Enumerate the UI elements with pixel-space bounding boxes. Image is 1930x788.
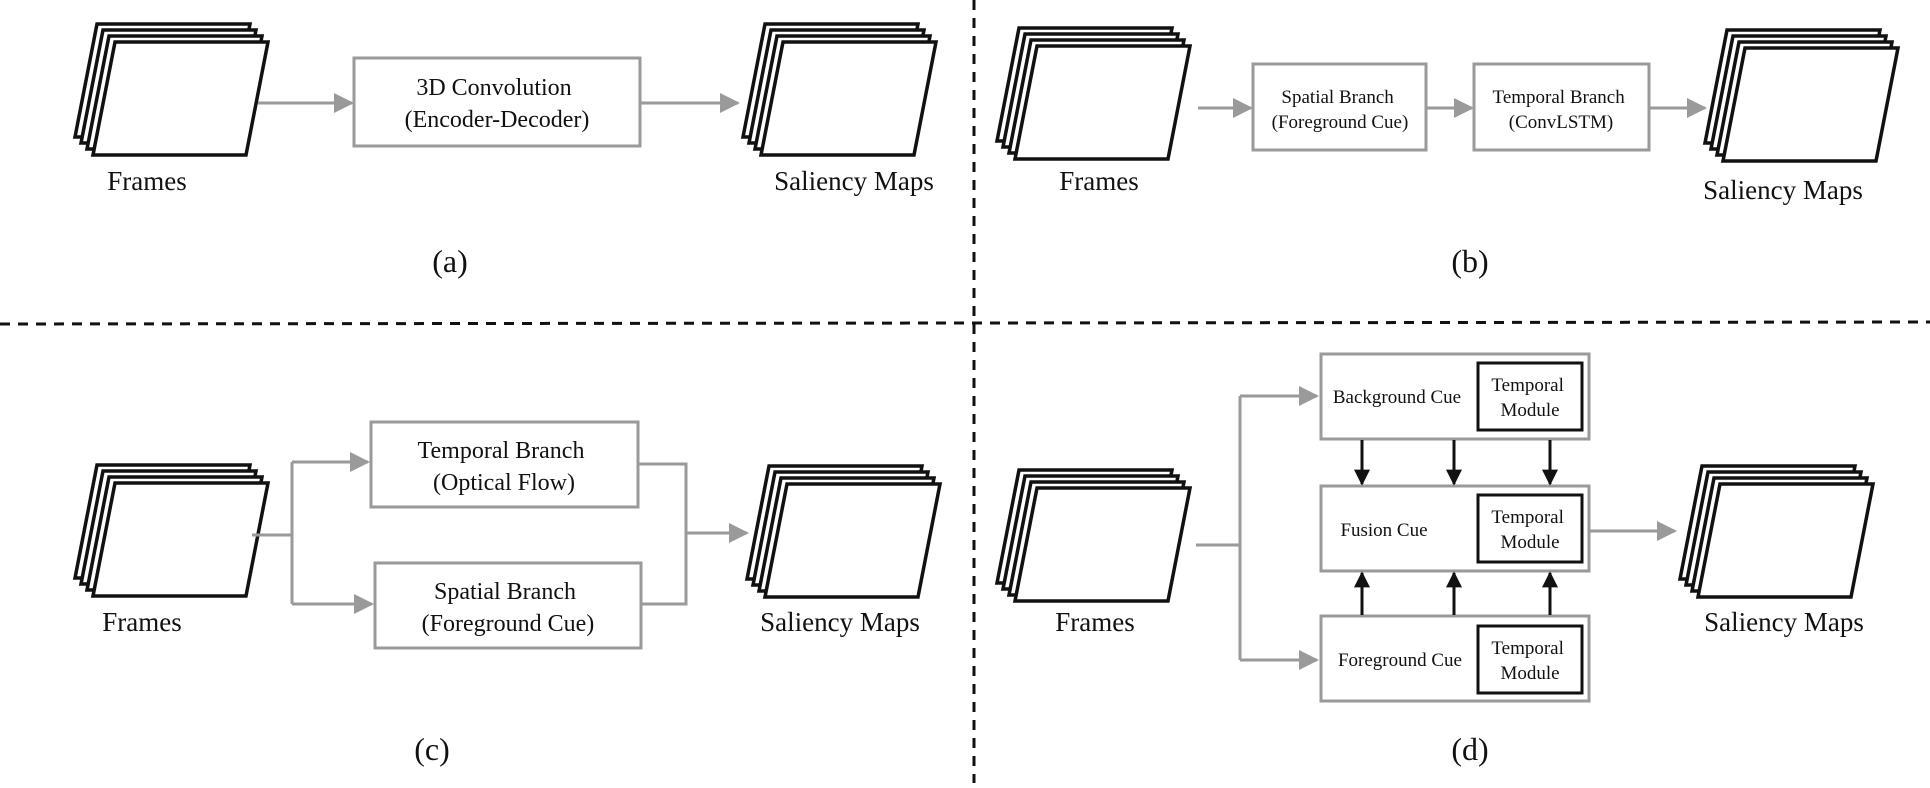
input-frames-label: Frames <box>107 166 186 196</box>
output-saliency-stack <box>1702 28 1901 163</box>
split-connector <box>1196 396 1242 660</box>
background-cue-label: Background Cue <box>1333 387 1461 408</box>
panel-c: Frames Temporal Branch (Optical Flow) Sp… <box>72 420 943 767</box>
frame-layer <box>1720 46 1901 163</box>
output-saliency-stack <box>740 22 939 157</box>
split-connector <box>252 462 294 604</box>
temporal-module-box-fusion <box>1476 493 1584 564</box>
output-saliency-label: Saliency Maps <box>774 166 934 196</box>
3d-convolution-box <box>352 56 642 148</box>
caption-d: (d) <box>1451 731 1488 767</box>
temporal-branch-box-label: Temporal Branch (Optical Flow) <box>418 438 591 496</box>
output-saliency-stack <box>1677 464 1876 599</box>
input-frames-stack <box>994 468 1193 603</box>
input-frames-stack <box>72 22 271 157</box>
temporal-module-label-fusion: Temporal Module <box>1491 507 1568 553</box>
output-saliency-label: Saliency Maps <box>760 607 920 637</box>
frame-layer <box>1695 482 1876 599</box>
spatial-branch-box-label: Spatial Branch (Foreground Cue) <box>422 579 595 637</box>
temporal-module-label-foreground: Temporal Module <box>1491 638 1568 684</box>
input-frames-label: Frames <box>1055 607 1134 637</box>
frame-layer <box>90 481 271 598</box>
panel-a: Frames 3D Convolution (Encoder-Decoder) … <box>72 22 939 279</box>
frame-layer <box>762 482 943 599</box>
caption-b: (b) <box>1451 243 1488 279</box>
temporal-branch-box <box>1472 62 1651 152</box>
frame-layer <box>758 40 939 157</box>
caption-a: (a) <box>432 243 468 279</box>
spatial-branch-box <box>373 561 643 650</box>
output-saliency-label: Saliency Maps <box>1704 607 1864 637</box>
input-frames-stack <box>994 26 1193 161</box>
frame-layer <box>1012 44 1193 161</box>
3d-convolution-box-label: 3D Convolution (Encoder-Decoder) <box>405 75 590 133</box>
temporal-module-box-background <box>1476 361 1584 432</box>
input-frames-label: Frames <box>102 607 181 637</box>
panel-b: Frames Spatial Branch (Foreground Cue) T… <box>994 26 1901 279</box>
output-saliency-stack <box>744 464 943 599</box>
horizontal-divider <box>0 320 1930 326</box>
merge-connector <box>638 462 688 606</box>
temporal-branch-box-label: Temporal Branch (ConvLSTM) <box>1493 87 1630 133</box>
temporal-module-box-foreground <box>1476 624 1584 695</box>
temporal-module-label-background: Temporal Module <box>1491 375 1568 421</box>
input-frames-label: Frames <box>1059 166 1138 196</box>
frame-layer <box>90 40 271 157</box>
panel-d: Frames Background Cue Temporal Module Fu… <box>994 352 1876 767</box>
foreground-cue-label: Foreground Cue <box>1338 650 1462 671</box>
output-saliency-label: Saliency Maps <box>1703 175 1863 205</box>
spatial-branch-box-label: Spatial Branch (Foreground Cue) <box>1272 87 1409 133</box>
input-frames-stack <box>72 463 271 598</box>
caption-c: (c) <box>414 731 450 767</box>
fusion-cue-label: Fusion Cue <box>1340 520 1427 541</box>
temporal-branch-box <box>369 420 640 509</box>
spatial-branch-box <box>1251 62 1428 152</box>
frame-layer <box>1012 486 1193 603</box>
